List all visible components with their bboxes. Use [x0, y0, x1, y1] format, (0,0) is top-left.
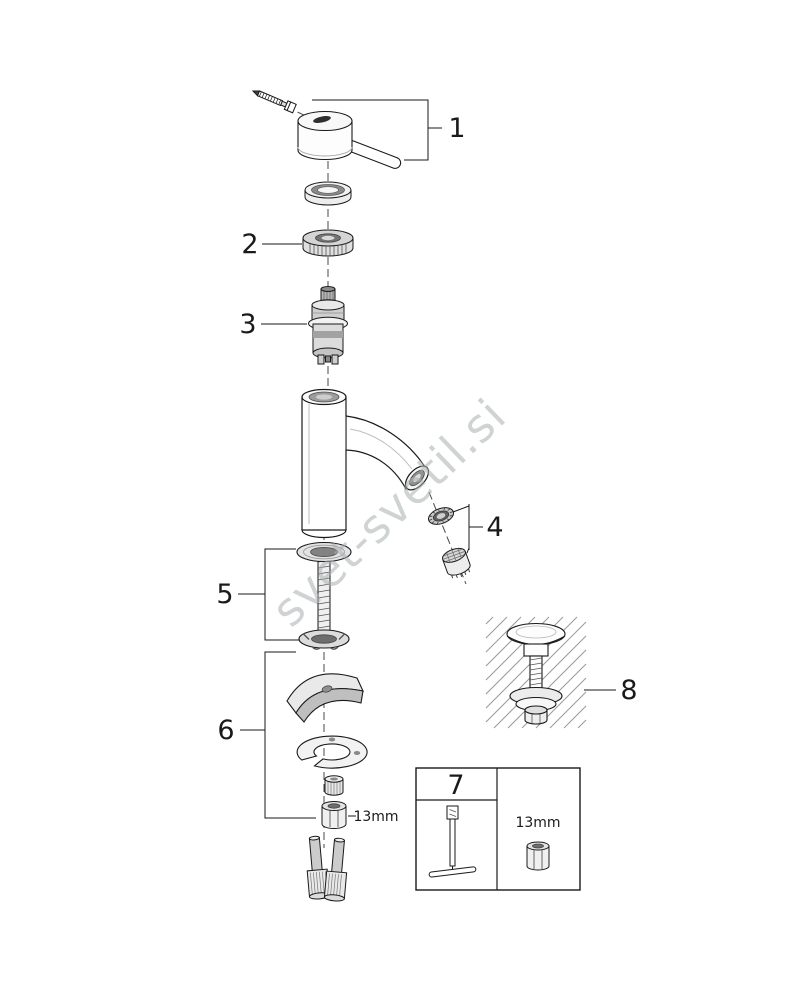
faucet-body [301, 388, 430, 539]
drain-plug [506, 622, 566, 725]
knurl-ticks [309, 243, 347, 256]
horseshoe-washer [296, 735, 368, 769]
callout-4: 4 [452, 504, 504, 554]
connector-knurl [327, 873, 342, 898]
supply-connectors [306, 835, 348, 902]
nut-size-label: 13mm [353, 809, 398, 825]
insert-mesh [442, 548, 466, 563]
callout-2: 2 [241, 229, 302, 260]
base-gasket-top [296, 541, 352, 563]
tool-crossbar [428, 866, 477, 878]
handle-fixing-screw [251, 90, 297, 114]
tool-shaft [449, 818, 456, 867]
callout-6: 6 [217, 651, 316, 819]
callout-2-label: 2 [241, 229, 258, 260]
screw-shank [256, 90, 284, 107]
callout-1-label: 1 [448, 113, 465, 144]
callout-5-label: 5 [216, 579, 233, 610]
handle-lever [345, 139, 402, 169]
watermark: svet-svetil.si [261, 388, 516, 637]
connector-knurl [310, 871, 328, 896]
callout-3-label: 3 [239, 309, 256, 340]
spout-highlight [349, 428, 413, 470]
screw-head-line [286, 101, 292, 111]
callout-7-label: 7 [447, 770, 464, 801]
inset-box-frame [415, 767, 581, 891]
callout-8: 8 [584, 675, 638, 706]
insert-teeth [451, 568, 471, 579]
inset-hex-nut [526, 841, 550, 871]
body-bottom [301, 529, 347, 539]
callout-6-label: 6 [217, 715, 234, 746]
axis-aerator [428, 491, 467, 585]
callout-1-bracket [312, 99, 442, 161]
stem-splines [323, 289, 334, 303]
nut-size-annotation: 13mm [348, 809, 399, 825]
mounting-wedge [286, 673, 364, 723]
handle-indicator-slot [313, 116, 331, 123]
body-fill [302, 396, 346, 530]
callout-5: 5 [216, 548, 299, 641]
aerator-insert [441, 547, 471, 579]
callout-1: 1 [312, 99, 466, 161]
handle-cap-band [297, 146, 353, 157]
callout-6-bracket [240, 651, 316, 819]
socket-tool [428, 805, 477, 878]
callout-4-label: 4 [486, 512, 503, 543]
gasket-notches [302, 633, 346, 650]
aerator-ring [428, 507, 454, 525]
screw-thread-ticks [259, 91, 282, 105]
handle-cap [297, 110, 353, 161]
nut-facets [329, 809, 339, 827]
handle-cap-body [297, 121, 353, 161]
callout-4-bracket [452, 504, 483, 554]
callout-5-bracket [238, 548, 299, 641]
hex-nut [321, 801, 347, 829]
spout-tip [404, 465, 430, 491]
callout-3: 3 [239, 309, 307, 340]
retaining-ring [302, 229, 354, 257]
drain-thread-ticks [529, 657, 543, 691]
sleeve-knurl [327, 781, 341, 795]
inset-box: 7 13mm [415, 767, 581, 891]
supply-connector-left [306, 835, 330, 900]
callout-8-label: 8 [620, 675, 637, 706]
tool-slot-lines [449, 809, 457, 817]
cartridge [308, 286, 348, 365]
sleeve-nut [324, 775, 344, 796]
base-gasket-bottom [298, 629, 350, 650]
serration-ticks [428, 507, 454, 525]
escutcheon-ring [304, 181, 352, 206]
supply-connector-right [323, 837, 348, 902]
inset-nut-size-label: 13mm [515, 815, 560, 831]
inset-nut-facets [533, 849, 543, 869]
